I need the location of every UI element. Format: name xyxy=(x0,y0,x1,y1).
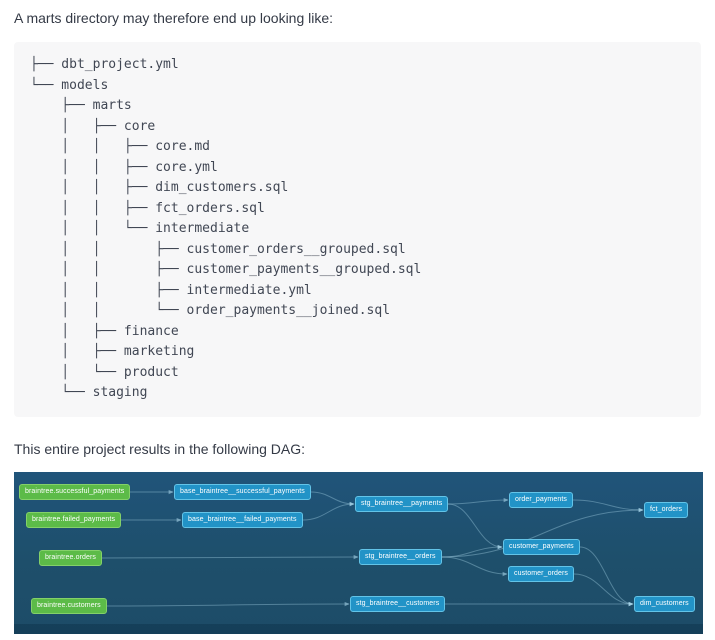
dag-edge-base_braintree__successful_payments-to-stg_braintree__payments xyxy=(310,491,355,506)
dag-node-stg_braintree__payments[interactable]: stg_braintree__payments xyxy=(355,495,449,512)
dag-edge-stg_braintree__payments-to-customer_payments xyxy=(447,503,503,549)
dag-edge-customer_orders-to-dim_customers xyxy=(573,573,634,606)
dag-edge-order_payments-to-fct_orders xyxy=(572,499,644,512)
dag-node-braintree_successful_payments[interactable]: braintree.successful_payments xyxy=(19,483,131,500)
directory-tree-code-block: ├── dbt_project.yml └── models ├── marts… xyxy=(14,42,701,417)
dag-node-customer_orders[interactable]: customer_orders xyxy=(508,565,575,582)
dag-intro-text: This entire project results in the follo… xyxy=(14,440,306,457)
dag-node-dim_customers[interactable]: dim_customers xyxy=(634,595,695,612)
dag-edge-customer_payments-to-dim_customers xyxy=(579,546,634,606)
dag-node-braintree_customers[interactable]: braintree.customers xyxy=(31,597,107,614)
dag-edge-braintree_orders-to-stg_braintree__orders xyxy=(101,554,359,559)
dag-edges-layer xyxy=(101,489,644,606)
dag-node-base_braintree__failed_payments[interactable]: base_braintree__failed_payments xyxy=(182,511,303,528)
dag-edge-stg_braintree__orders-to-fct_orders xyxy=(441,507,644,557)
dag-node-fct_orders[interactable]: fct_orders xyxy=(644,501,689,518)
dag-edge-braintree_customers-to-stg_braintree__customers xyxy=(106,601,350,606)
dag-edge-stg_braintree__orders-to-customer_payments xyxy=(441,544,503,557)
dag-edge-stg_braintree__payments-to-order_payments xyxy=(447,497,509,504)
intro-text: A marts directory may therefore end up l… xyxy=(14,10,334,26)
dag-edge-stg_braintree__orders-to-customer_orders xyxy=(441,556,508,576)
dag-graph-image: braintree.successful_payments braintree.f… xyxy=(14,471,703,634)
dag-node-base_braintree__successful_payments[interactable]: base_braintree__successful_payments xyxy=(174,483,311,500)
dag-node-braintree_failed_payments[interactable]: braintree.failed_payments xyxy=(26,511,122,528)
dag-node-stg_braintree__customers[interactable]: stg_braintree__customers xyxy=(350,595,446,612)
dag-node-order_payments[interactable]: order_payments xyxy=(509,491,573,508)
dag-node-braintree_orders[interactable]: braintree.orders xyxy=(39,549,103,566)
dag-node-customer_payments[interactable]: customer_payments xyxy=(503,538,580,555)
dag-bottom-bar xyxy=(14,623,703,634)
dag-node-stg_braintree__orders[interactable]: stg_braintree__orders xyxy=(359,548,442,565)
dag-edge-base_braintree__failed_payments-to-stg_braintree__payments xyxy=(302,501,355,520)
